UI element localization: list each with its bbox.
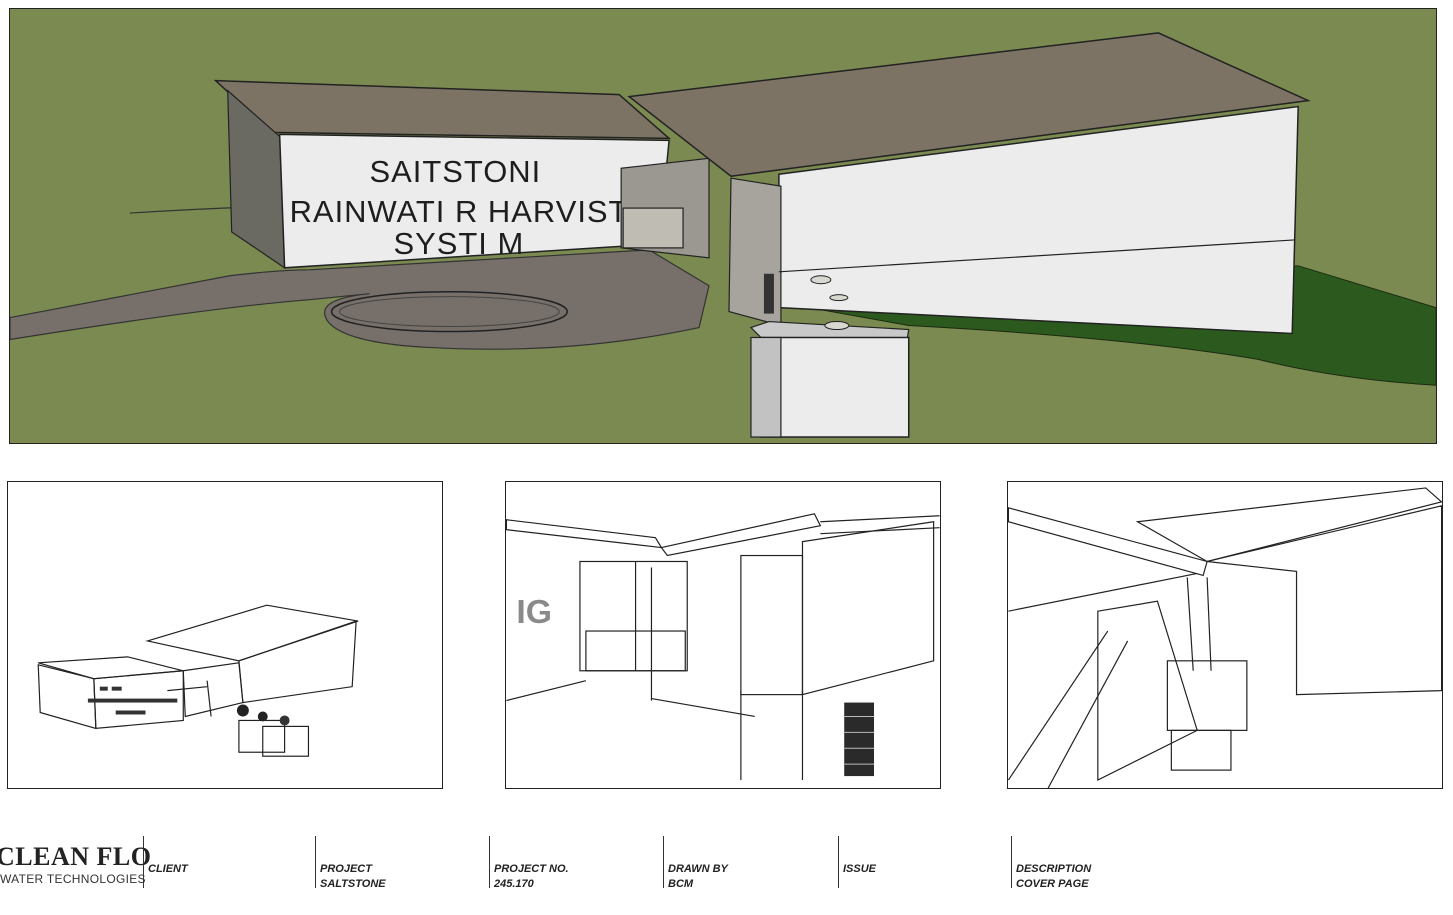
thumb1-left-wall: [93, 670, 184, 730]
sign-line-1: SAITSTONI: [369, 154, 541, 189]
thumb1-left-roof: [38, 656, 184, 680]
roundabout-inner: [339, 296, 560, 328]
downpipe-cap-1: [810, 275, 832, 285]
thumb2-left-eave: [506, 519, 663, 549]
porch-planter: [622, 207, 684, 249]
thumb1-right-wall: [238, 620, 357, 704]
thumb2-porch-frame: [579, 560, 688, 672]
sign-line-3: SYSTI M: [393, 226, 524, 261]
title-block: CLEAN FLO WATER TECHNOLOGIES CLIENT PROJ…: [0, 832, 1453, 902]
thumbnail-side-drawing: [1008, 487, 1442, 788]
drawn-by-label: DRAWN BY: [668, 863, 728, 875]
logo-tagline: WATER TECHNOLOGIES: [0, 872, 146, 886]
thumbnail-overview: [7, 481, 443, 789]
issue-field: ISSUE: [838, 836, 876, 888]
thumb3-walkway: [1097, 600, 1198, 782]
tank-enclosure: [760, 336, 910, 438]
tank-side: [750, 336, 782, 438]
hero-render-drawing: SAITSTONI RAINWATI R HARVISTINC SYSTI M: [10, 9, 1436, 443]
sign-line-2: RAINWATI R HARVISTINC: [290, 194, 685, 229]
roundabout: [330, 290, 568, 333]
thumb3-roof: [1135, 487, 1442, 563]
project-number-label: PROJECT NO.: [494, 863, 569, 875]
client-field: CLIENT: [143, 836, 188, 888]
thumbnail-entrance-drawing: IG: [506, 513, 940, 781]
sign-lettering: SAITSTONI RAINWATI R HARVISTINC SYSTI M: [290, 154, 685, 261]
client-label: CLIENT: [148, 863, 188, 875]
filter-unit: [763, 273, 774, 314]
thumb2-column: [740, 554, 804, 696]
downpipe-cap-3: [824, 321, 850, 331]
thumbnail-overview-drawing: [37, 604, 359, 757]
project-number-value: 245.170: [494, 878, 534, 890]
project-label: PROJECT: [320, 863, 372, 875]
drawn-by-value: BCM: [668, 878, 694, 890]
description-label: DESCRIPTION: [1016, 863, 1092, 875]
hero-render: SAITSTONI RAINWATI R HARVISTINC SYSTI M: [9, 8, 1437, 444]
right-roof: [627, 32, 1311, 178]
project-value: SALTSTONE: [320, 878, 386, 890]
thumb3-left-eave: [1008, 507, 1208, 577]
thumbnail-side: [1007, 481, 1443, 789]
thumb3-base: [1170, 729, 1232, 771]
thumb1-filter-1: [236, 704, 249, 717]
thumb2-wall: [801, 521, 935, 696]
issue-label: ISSUE: [843, 863, 877, 875]
description-field: DESCRIPTION COVER PAGE: [1011, 836, 1091, 890]
thumb2-sign-glyph: IG: [516, 593, 552, 631]
drawn-by-field: DRAWN BY BCM: [663, 836, 728, 890]
project-field: PROJECT SALTSTONE: [315, 836, 386, 890]
thumb1-right-roof: [145, 604, 359, 662]
thumbnail-entrance: IG: [505, 481, 941, 789]
thumb1-tank: [238, 719, 286, 753]
wall-panel-line: [778, 239, 1295, 273]
downpipe-cap-2: [829, 294, 849, 302]
thumb2-right-eave: [660, 513, 822, 557]
logo-wordmark: CLEAN FLO: [0, 842, 152, 871]
description-value: COVER PAGE: [1016, 878, 1089, 890]
thumb3-wall: [1206, 505, 1442, 696]
thumb1-filter-3: [279, 715, 290, 726]
project-number-field: PROJECT NO. 245.170: [489, 836, 569, 890]
company-logo: CLEAN FLO WATER TECHNOLOGIES: [0, 842, 151, 892]
thumb1-sign-wordmark: [87, 686, 178, 715]
thumb2-downpipe-filter: [844, 702, 875, 777]
tank-lid: [749, 320, 910, 343]
thumb1-filter-2: [257, 711, 268, 722]
